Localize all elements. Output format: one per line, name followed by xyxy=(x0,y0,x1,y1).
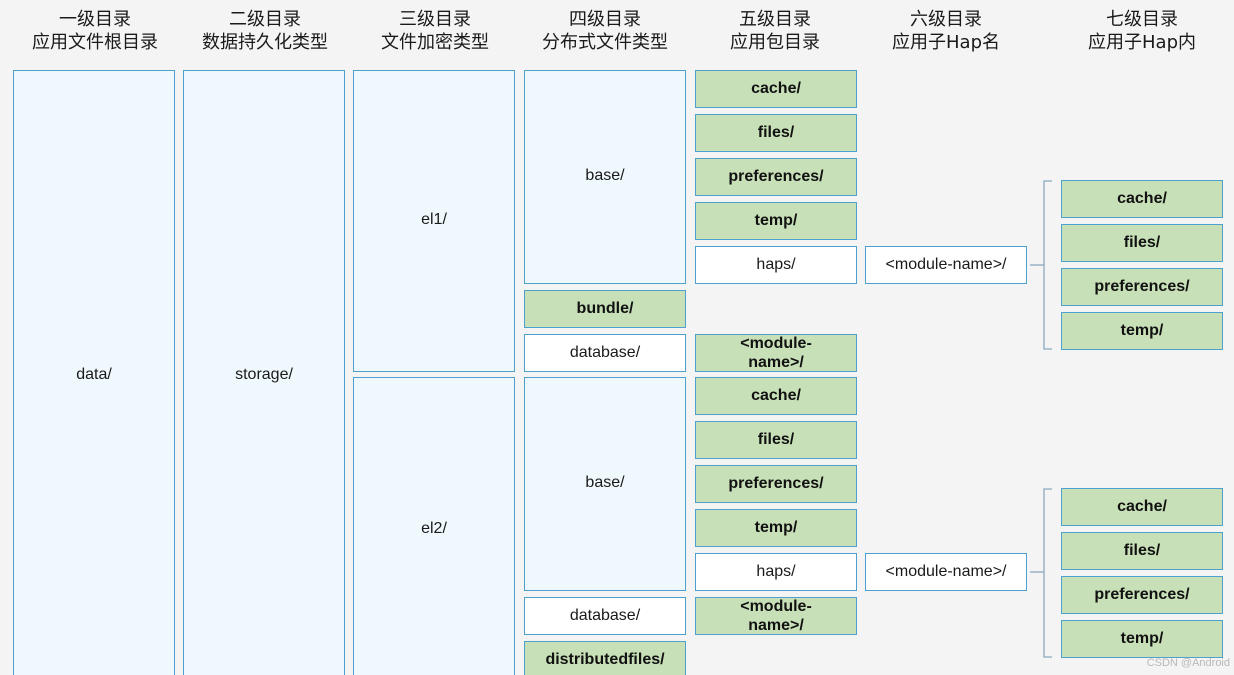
header-level-4: 四级目录 分布式文件类型 xyxy=(522,8,688,58)
dir-el2-hap-cache-label: cache/ xyxy=(1117,498,1167,515)
dir-el1-database: database/ xyxy=(524,334,686,372)
header-level-7: 七级目录 应用子Hap内 xyxy=(1058,8,1226,58)
dir-el2-distributedfiles-label: distributedfiles/ xyxy=(545,651,665,668)
watermark: CSDN @Android xyxy=(1146,657,1230,669)
dir-el2-module-name-label: <module-name>/ xyxy=(885,563,1007,580)
dir-el1-bundle: bundle/ xyxy=(524,290,686,328)
header-level-5-subtitle: 应用包目录 xyxy=(730,32,820,53)
dir-el2-hap-preferences: preferences/ xyxy=(1061,576,1223,614)
dir-el1-database-module-label: <module-name>/ xyxy=(740,335,812,371)
dir-el2-distributedfiles: distributedfiles/ xyxy=(524,641,686,675)
dir-el1-haps: haps/ xyxy=(695,246,857,284)
dir-el1-cache-label: cache/ xyxy=(751,80,801,97)
header-level-3: 三级目录 文件加密类型 xyxy=(352,8,518,58)
header-level-7-title: 七级目录 xyxy=(1106,9,1178,30)
header-level-3-title: 三级目录 xyxy=(399,9,471,30)
dir-el2-preferences-label: preferences/ xyxy=(728,475,824,492)
dir-el2-cache: cache/ xyxy=(695,377,857,415)
dir-el1-cache: cache/ xyxy=(695,70,857,108)
dir-el2-module-name: <module-name>/ xyxy=(865,553,1027,591)
dir-el1-base-label: base/ xyxy=(585,167,625,184)
dir-el2-hap-preferences-label: preferences/ xyxy=(1094,586,1190,603)
dir-el2-temp: temp/ xyxy=(695,509,857,547)
dir-el1-hap-temp-label: temp/ xyxy=(1120,322,1164,339)
dir-el1-temp: temp/ xyxy=(695,202,857,240)
dir-el1-haps-label: haps/ xyxy=(756,256,796,273)
dir-el2-database-label: database/ xyxy=(569,607,641,624)
header-level-1-title: 一级目录 xyxy=(59,9,131,30)
dir-el2-hap-temp-label: temp/ xyxy=(1120,630,1164,647)
dir-el1-temp-label: temp/ xyxy=(754,212,798,229)
dir-el2-cache-label: cache/ xyxy=(751,387,801,404)
dir-el2: el2/ xyxy=(353,377,515,675)
dir-el1-hap-files: files/ xyxy=(1061,224,1223,262)
dir-el2-hap-files: files/ xyxy=(1061,532,1223,570)
dir-el1-hap-cache-label: cache/ xyxy=(1117,190,1167,207)
header-level-5-title: 五级目录 xyxy=(739,9,811,30)
dir-el1-files: files/ xyxy=(695,114,857,152)
dir-el2-database-module-label: <module-name>/ xyxy=(740,598,812,634)
dir-el1-files-label: files/ xyxy=(757,124,795,141)
header-level-5: 五级目录 应用包目录 xyxy=(692,8,858,58)
header-level-4-subtitle: 分布式文件类型 xyxy=(542,32,668,53)
dir-el2-hap-cache: cache/ xyxy=(1061,488,1223,526)
dir-el1-base: base/ xyxy=(524,70,686,284)
dir-el2-hap-temp: temp/ xyxy=(1061,620,1223,658)
dir-storage-label: storage/ xyxy=(235,366,293,383)
dir-el1-hap-cache: cache/ xyxy=(1061,180,1223,218)
header-level-4-title: 四级目录 xyxy=(569,9,641,30)
dir-el2-database: database/ xyxy=(524,597,686,635)
dir-el1-preferences-label: preferences/ xyxy=(728,168,824,185)
dir-el2-preferences: preferences/ xyxy=(695,465,857,503)
header-level-1: 一级目录 应用文件根目录 xyxy=(12,8,178,58)
dir-el1-hap-temp: temp/ xyxy=(1061,312,1223,350)
el2-hap-bracket xyxy=(1043,488,1052,658)
dir-el1-label: el1/ xyxy=(421,211,447,228)
header-level-2-subtitle: 数据持久化类型 xyxy=(202,32,328,53)
dir-el1: el1/ xyxy=(353,70,515,372)
dir-el1-module-name: <module-name>/ xyxy=(865,246,1027,284)
header-level-3-subtitle: 文件加密类型 xyxy=(381,32,489,53)
dir-el1-preferences: preferences/ xyxy=(695,158,857,196)
dir-data: data/ xyxy=(13,70,175,675)
dir-el2-database-module: <module-name>/ xyxy=(695,597,857,635)
dir-el2-hap-files-label: files/ xyxy=(1123,542,1161,559)
dir-el2-haps-label: haps/ xyxy=(756,563,796,580)
dir-el1-database-module: <module-name>/ xyxy=(695,334,857,372)
dir-el2-label: el2/ xyxy=(421,520,447,537)
header-level-6-title: 六级目录 xyxy=(910,9,982,30)
header-level-6: 六级目录 应用子Hap名 xyxy=(862,8,1030,58)
dir-el2-base-label: base/ xyxy=(585,474,625,491)
header-level-2-title: 二级目录 xyxy=(229,9,301,30)
dir-el2-haps: haps/ xyxy=(695,553,857,591)
dir-el2-temp-label: temp/ xyxy=(754,519,798,536)
dir-el2-base: base/ xyxy=(524,377,686,591)
dir-el1-hap-preferences-label: preferences/ xyxy=(1094,278,1190,295)
dir-el1-module-name-label: <module-name>/ xyxy=(885,256,1007,273)
dir-data-label: data/ xyxy=(76,366,112,383)
dir-el1-hap-preferences: preferences/ xyxy=(1061,268,1223,306)
dir-el2-files-label: files/ xyxy=(757,431,795,448)
dir-el1-bundle-label: bundle/ xyxy=(576,300,634,317)
el1-hap-bracket xyxy=(1043,180,1052,350)
header-level-2: 二级目录 数据持久化类型 xyxy=(182,8,348,58)
dir-el2-files: files/ xyxy=(695,421,857,459)
dir-el1-hap-files-label: files/ xyxy=(1123,234,1161,251)
dir-el1-database-label: database/ xyxy=(569,344,641,361)
header-level-1-subtitle: 应用文件根目录 xyxy=(32,32,158,53)
dir-storage: storage/ xyxy=(183,70,345,675)
header-level-7-subtitle: 应用子Hap内 xyxy=(1088,32,1196,53)
header-level-6-subtitle: 应用子Hap名 xyxy=(892,32,1000,53)
